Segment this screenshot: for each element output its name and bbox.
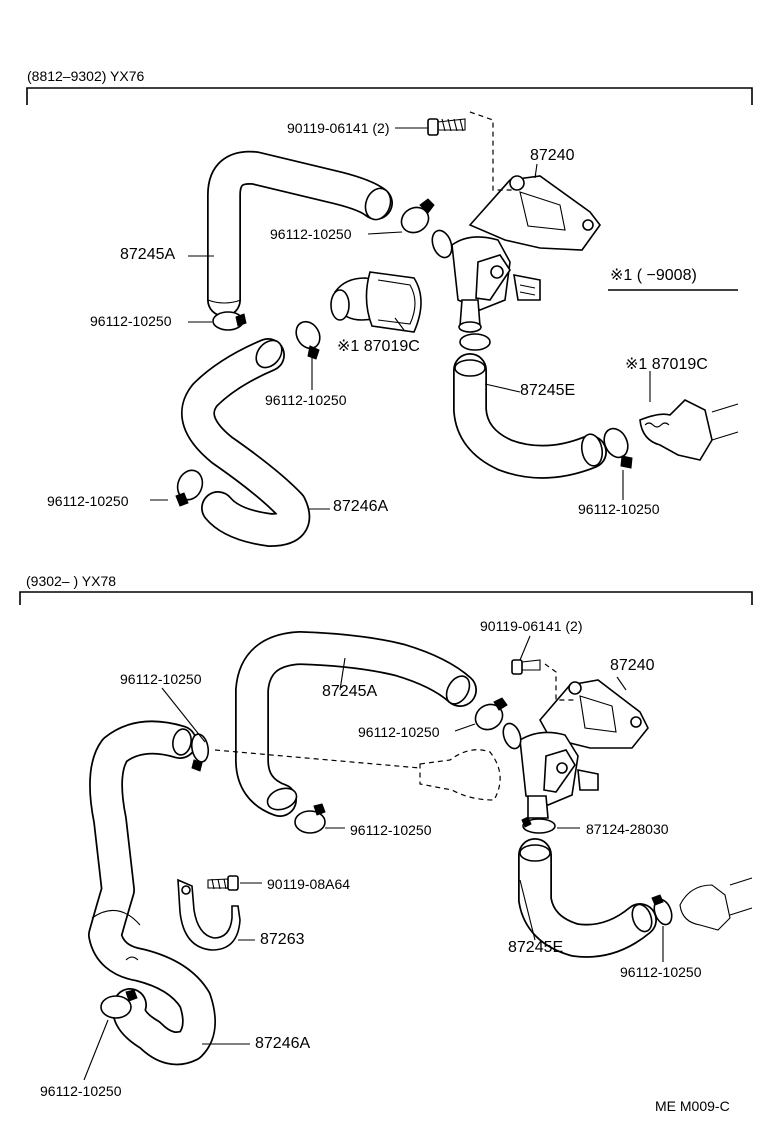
heater-valve-s2 bbox=[502, 679, 649, 819]
hose-87245a-s2 bbox=[235, 631, 477, 817]
section1-header: (8812–9302) YX76 bbox=[27, 68, 145, 84]
label-bolt2-s2: 90119-08A64 bbox=[267, 876, 351, 892]
label-clamp-valve-s1: 96112-10250 bbox=[270, 226, 352, 242]
label-vacuum-ref2-s1: ※1 87019C bbox=[625, 356, 708, 373]
bolt-s1 bbox=[427, 111, 515, 191]
label-hose-a-s1: 87245A bbox=[120, 246, 176, 263]
label-valve-s1: 87240 bbox=[530, 147, 575, 164]
label-bracket-s2: 87263 bbox=[260, 931, 305, 948]
leaders-s1 bbox=[150, 127, 651, 510]
vacuum-valve-right-s1 bbox=[639, 399, 739, 461]
section1-frame bbox=[26, 87, 753, 105]
clamps-s2 bbox=[100, 697, 673, 1019]
label-bolt-s1: 90119-06141 (2) bbox=[287, 120, 390, 136]
dashed-hose-s2 bbox=[214, 749, 501, 801]
label-clamp-right-s1: 96112-10250 bbox=[578, 501, 660, 517]
label-hose-246a-s1: 87246A bbox=[333, 498, 389, 515]
label-vacuum-ref-s1: ※1 87019C bbox=[337, 338, 420, 355]
label-note-s1: ※1 ( −9008) bbox=[610, 267, 697, 284]
label-clamp-mid-s1: 96112-10250 bbox=[265, 392, 347, 408]
label-valve-s2: 87240 bbox=[610, 657, 655, 674]
label-clamp-top-left-s2: 96112-10250 bbox=[120, 671, 202, 687]
label-hose-a-s2: 87245A bbox=[322, 683, 378, 700]
bolt-s2 bbox=[511, 659, 575, 701]
label-hose-e-s2: 87245E bbox=[508, 939, 564, 956]
footer-code: ME M009-C bbox=[655, 1098, 730, 1114]
label-bolt-s2: 90119-06141 (2) bbox=[480, 618, 583, 634]
hose-87245e-s1 bbox=[453, 353, 607, 479]
vacuum-valve-s1 bbox=[330, 271, 422, 333]
section2-header: (9302– ) YX78 bbox=[26, 573, 117, 589]
label-gasket-s2: 87124-28030 bbox=[586, 821, 669, 837]
heater-valve-s1 bbox=[431, 175, 601, 333]
hose-87245a-s1 bbox=[207, 150, 393, 317]
section2-frame bbox=[19, 591, 753, 605]
label-clamp-lower-left-s1: 96112-10250 bbox=[47, 493, 129, 509]
label-clamp-right-s2: 96112-10250 bbox=[620, 964, 702, 980]
hose-87246a-s1 bbox=[181, 338, 311, 547]
clamps-s1 bbox=[175, 198, 633, 507]
leaders-s2 bbox=[83, 635, 664, 1081]
label-clamp-valve-s2: 96112-10250 bbox=[358, 724, 440, 740]
hose-87245e-s2 bbox=[518, 838, 657, 958]
label-clamp-bottom-s2: 96112-10250 bbox=[40, 1083, 122, 1099]
label-clamp-left-s1: 96112-10250 bbox=[90, 313, 172, 329]
bracket-87263-s2 bbox=[177, 875, 241, 951]
label-hose-246a-s2: 87246A bbox=[255, 1035, 311, 1052]
hose-87246a-s2 bbox=[88, 720, 216, 1066]
label-clamp-mid-s2: 96112-10250 bbox=[350, 822, 432, 838]
label-hose-e-s1: 87245E bbox=[520, 382, 576, 399]
vacuum-valve-right-s2 bbox=[679, 877, 753, 931]
